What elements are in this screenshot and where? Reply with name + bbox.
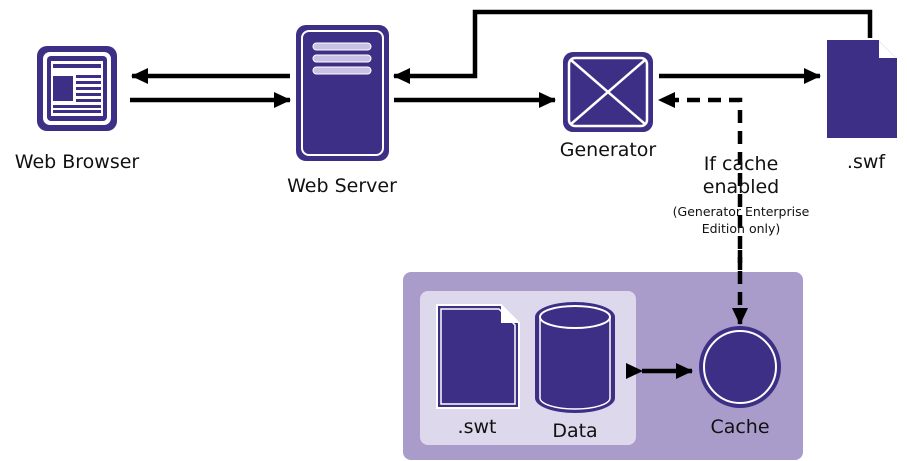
web-browser-node: Web Browser	[15, 46, 140, 173]
swf-node: .swf	[827, 40, 897, 173]
generator-label: Generator	[560, 139, 657, 161]
connectors	[130, 9, 873, 379]
data-label: Data	[552, 420, 597, 442]
file-icon	[436, 304, 520, 409]
arrow-swf-to-server	[393, 9, 873, 84]
web-browser-label: Web Browser	[15, 151, 140, 173]
generator-icon	[563, 52, 653, 132]
cache-note-line2: enabled	[703, 176, 779, 198]
browser-icon	[37, 46, 117, 131]
swt-label: .swt	[458, 416, 497, 438]
cache-note-line3: (Generator Enterprise	[673, 204, 810, 219]
cache-note-line1: If cache	[704, 153, 779, 175]
cache-note: If cache enabled (Generator Enterprise E…	[673, 153, 810, 236]
server-icon	[296, 25, 389, 161]
data-node: Data	[535, 302, 615, 442]
swf-label: .swf	[847, 151, 886, 173]
database-icon	[535, 302, 615, 413]
generator-node: Generator	[560, 52, 657, 161]
web-server-node: Web Server	[287, 25, 397, 197]
web-server-label: Web Server	[287, 175, 397, 197]
swt-node: .swt	[436, 304, 520, 438]
cache-note-line4: Edition only)	[702, 221, 781, 236]
arrow-cache-to-generator	[658, 92, 743, 270]
file-icon	[827, 40, 897, 138]
cache-label: Cache	[710, 416, 769, 438]
cache-node: Cache	[699, 326, 781, 438]
circle-icon	[699, 326, 781, 408]
